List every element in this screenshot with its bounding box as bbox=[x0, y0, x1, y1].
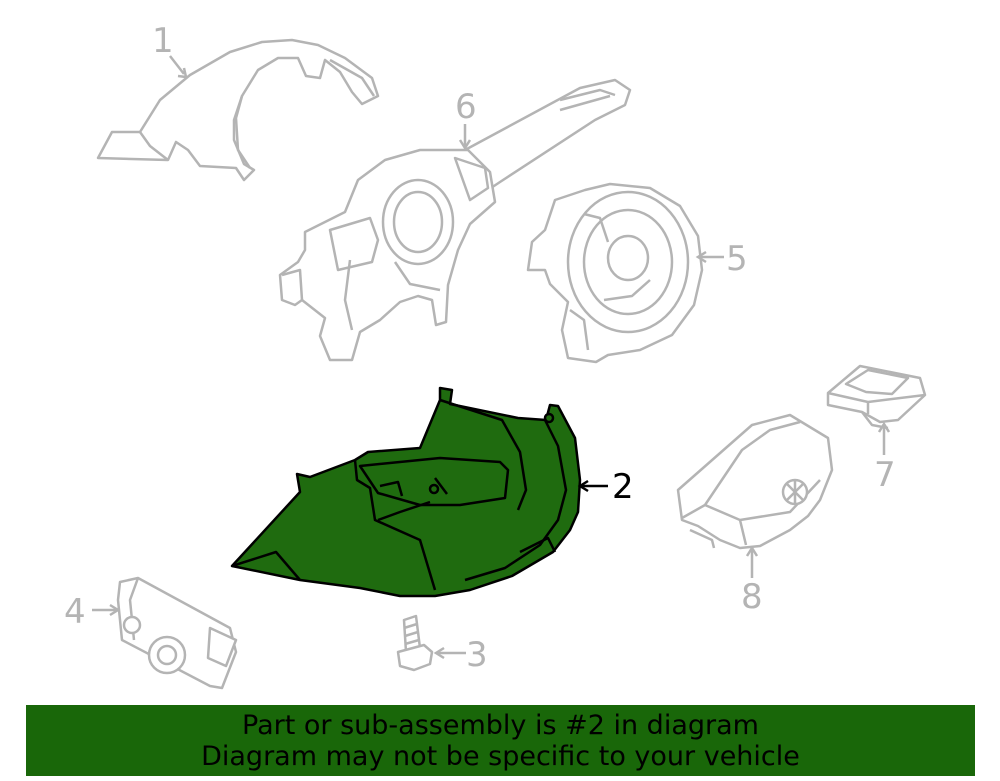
banner-line-disclaimer: Diagram may not be specific to your vehi… bbox=[201, 741, 800, 772]
part-3-bolt[interactable] bbox=[396, 614, 434, 672]
leader-arrows bbox=[92, 55, 891, 660]
parts-diagram: 1 2 3 4 5 6 7 8 bbox=[64, 21, 927, 690]
part-7-module[interactable] bbox=[826, 364, 927, 430]
arrowhead-5 bbox=[695, 250, 707, 264]
arrowhead-1 bbox=[177, 67, 188, 79]
callout-8[interactable]: 8 bbox=[741, 577, 763, 617]
callout-7[interactable]: 7 bbox=[874, 455, 896, 495]
part-5-clock-spring[interactable] bbox=[526, 182, 704, 364]
callout-1[interactable]: 1 bbox=[152, 21, 174, 61]
callout-6[interactable]: 6 bbox=[455, 87, 477, 127]
arrowhead-3 bbox=[433, 646, 445, 660]
leader-2-active bbox=[577, 479, 608, 493]
callout-2[interactable]: 2 bbox=[612, 467, 634, 507]
arrowhead-6 bbox=[458, 139, 472, 151]
part-4-switch[interactable] bbox=[116, 576, 238, 690]
part-8-control-module[interactable] bbox=[676, 413, 834, 550]
part-2-lower-shroud[interactable] bbox=[230, 386, 582, 598]
arrowhead-7 bbox=[877, 421, 891, 433]
arrowhead-4 bbox=[109, 603, 121, 617]
arrowhead-8 bbox=[745, 545, 759, 557]
banner-line-part-info: Part or sub-assembly is #2 in diagram bbox=[242, 710, 759, 741]
callout-5[interactable]: 5 bbox=[726, 239, 748, 279]
info-banner: Part or sub-assembly is #2 in diagram Di… bbox=[26, 705, 975, 776]
arrowhead-2 bbox=[577, 479, 589, 493]
callout-3[interactable]: 3 bbox=[466, 635, 488, 675]
leader-1 bbox=[169, 55, 185, 75]
part-1-upper-shroud[interactable] bbox=[96, 38, 380, 182]
part-6-combination-switch[interactable] bbox=[278, 78, 632, 362]
callout-4[interactable]: 4 bbox=[64, 592, 86, 632]
